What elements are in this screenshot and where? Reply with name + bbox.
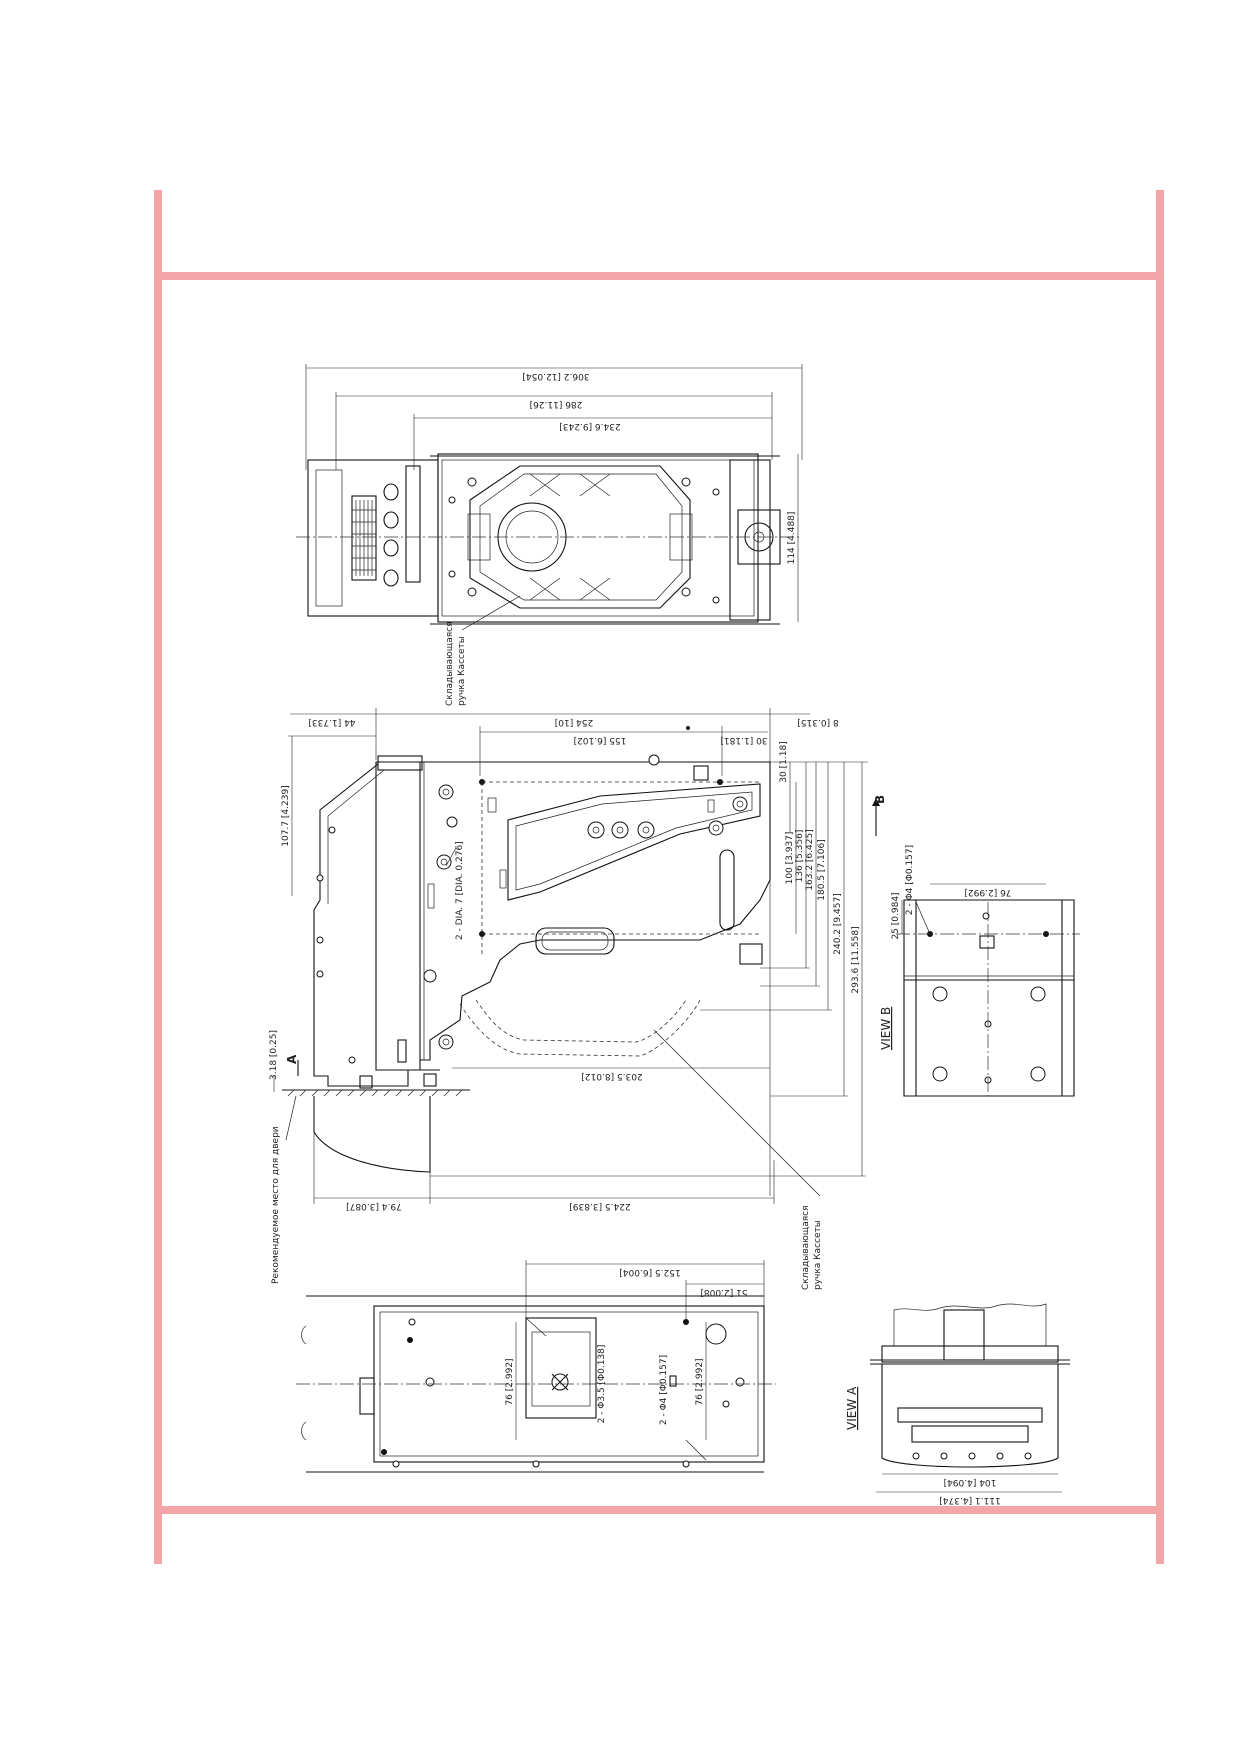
bottom-dim-51: 51 [2.008] xyxy=(700,1287,747,1297)
bottom-dim-phi35: 2 - Φ3.5 [Φ0.138] xyxy=(597,1345,607,1424)
side-handle-label-line2: ручка Кассеты xyxy=(813,1220,823,1290)
dim-180: 180.5 [7.106] xyxy=(817,839,827,900)
bottom-dim-152: 152.5 [6.004] xyxy=(619,1267,680,1277)
marker-a: A xyxy=(285,1054,299,1064)
dim-136: 136 [5.356] xyxy=(795,830,805,883)
side-view: 44 [1.733] 254 [10] 8 [0.315] 155 [6.102… xyxy=(269,708,887,1290)
side-handle-label-line1: Складывающаяся xyxy=(801,1206,811,1290)
dim-44: 44 [1.733] xyxy=(308,717,355,727)
marker-b: B xyxy=(873,795,887,804)
top-view: 306.2 [12.054] 286 [11.26] 234.6 [9.243] xyxy=(296,364,803,706)
dim-203: 203.5 [8.012] xyxy=(581,1071,642,1081)
viewb-dim-76: 76 [2.992] xyxy=(964,887,1011,897)
viewb-title: VIEW B xyxy=(879,1007,893,1050)
dim-224: 224.5 [3.839] xyxy=(569,1201,630,1211)
dim-318: 3.18 [0.25] xyxy=(269,1030,279,1080)
dim-8: 8 [0.315] xyxy=(797,717,838,727)
bottom-dim-76a: 76 [2.992] xyxy=(505,1358,515,1405)
dim-30a: 30 [1.181] xyxy=(720,735,767,745)
viewa-dim-111: 111.1 [4.374] xyxy=(939,1495,1000,1505)
bottom-view: 152.5 [6.004] 51 [2.008] 76 [2.992] 7 xyxy=(296,1260,776,1473)
bottom-dim-phi4: 2 - Φ4 [Φ0.157] xyxy=(659,1355,669,1425)
view-b: 76 [2.992] 25 [0.984] 2 - Φ4 [Φ0.157] VI… xyxy=(879,845,1080,1097)
dim-293: 293.6 [11.558] xyxy=(851,926,861,993)
frame-right-border xyxy=(1156,190,1164,1564)
frame-bottom-rule xyxy=(154,1506,1164,1514)
viewa-title: VIEW A xyxy=(845,1386,859,1430)
dim-286: 286 [11.26] xyxy=(530,399,583,409)
frame-top-rule xyxy=(154,272,1164,280)
door-label: Рекомендуемое место для двери xyxy=(271,1126,281,1284)
top-handle-label-line2: ручка Кассеты xyxy=(457,636,467,706)
dim-163: 163.2 [6.425] xyxy=(805,829,815,890)
dim-254: 254 [10] xyxy=(555,717,594,727)
dim-114: 114 [4.488] xyxy=(787,512,797,565)
viewa-dim-104: 104 [4.094] xyxy=(944,1477,997,1487)
dim-30b: 30 [1.18] xyxy=(779,741,789,782)
dim-234: 234.6 [9.243] xyxy=(559,421,620,431)
dim-306: 306.2 [12.054] xyxy=(522,371,589,381)
dim-79: 79.4 [3.087] xyxy=(346,1201,402,1211)
view-a: 104 [4.094] 111.1 [4.374] VIEW A xyxy=(845,1303,1070,1505)
top-handle-label-line1: Складывающаяся xyxy=(445,622,455,706)
frame-left-border xyxy=(154,190,162,1564)
viewb-dim-25: 25 [0.984] xyxy=(891,892,901,939)
dim-dia7: 2 - DIA. 7 [DIA. 0.276] xyxy=(455,841,465,940)
dim-155: 155 [6.102] xyxy=(574,735,627,745)
bottom-dim-76b: 76 [2.992] xyxy=(695,1358,705,1405)
viewb-dim-phi4: 2 - Φ4 [Φ0.157] xyxy=(905,845,915,915)
dim-240: 240.2 [9.457] xyxy=(833,893,843,954)
dim-100: 100 [3.937] xyxy=(785,832,795,885)
dim-107: 107.7 [4.239] xyxy=(281,785,291,846)
